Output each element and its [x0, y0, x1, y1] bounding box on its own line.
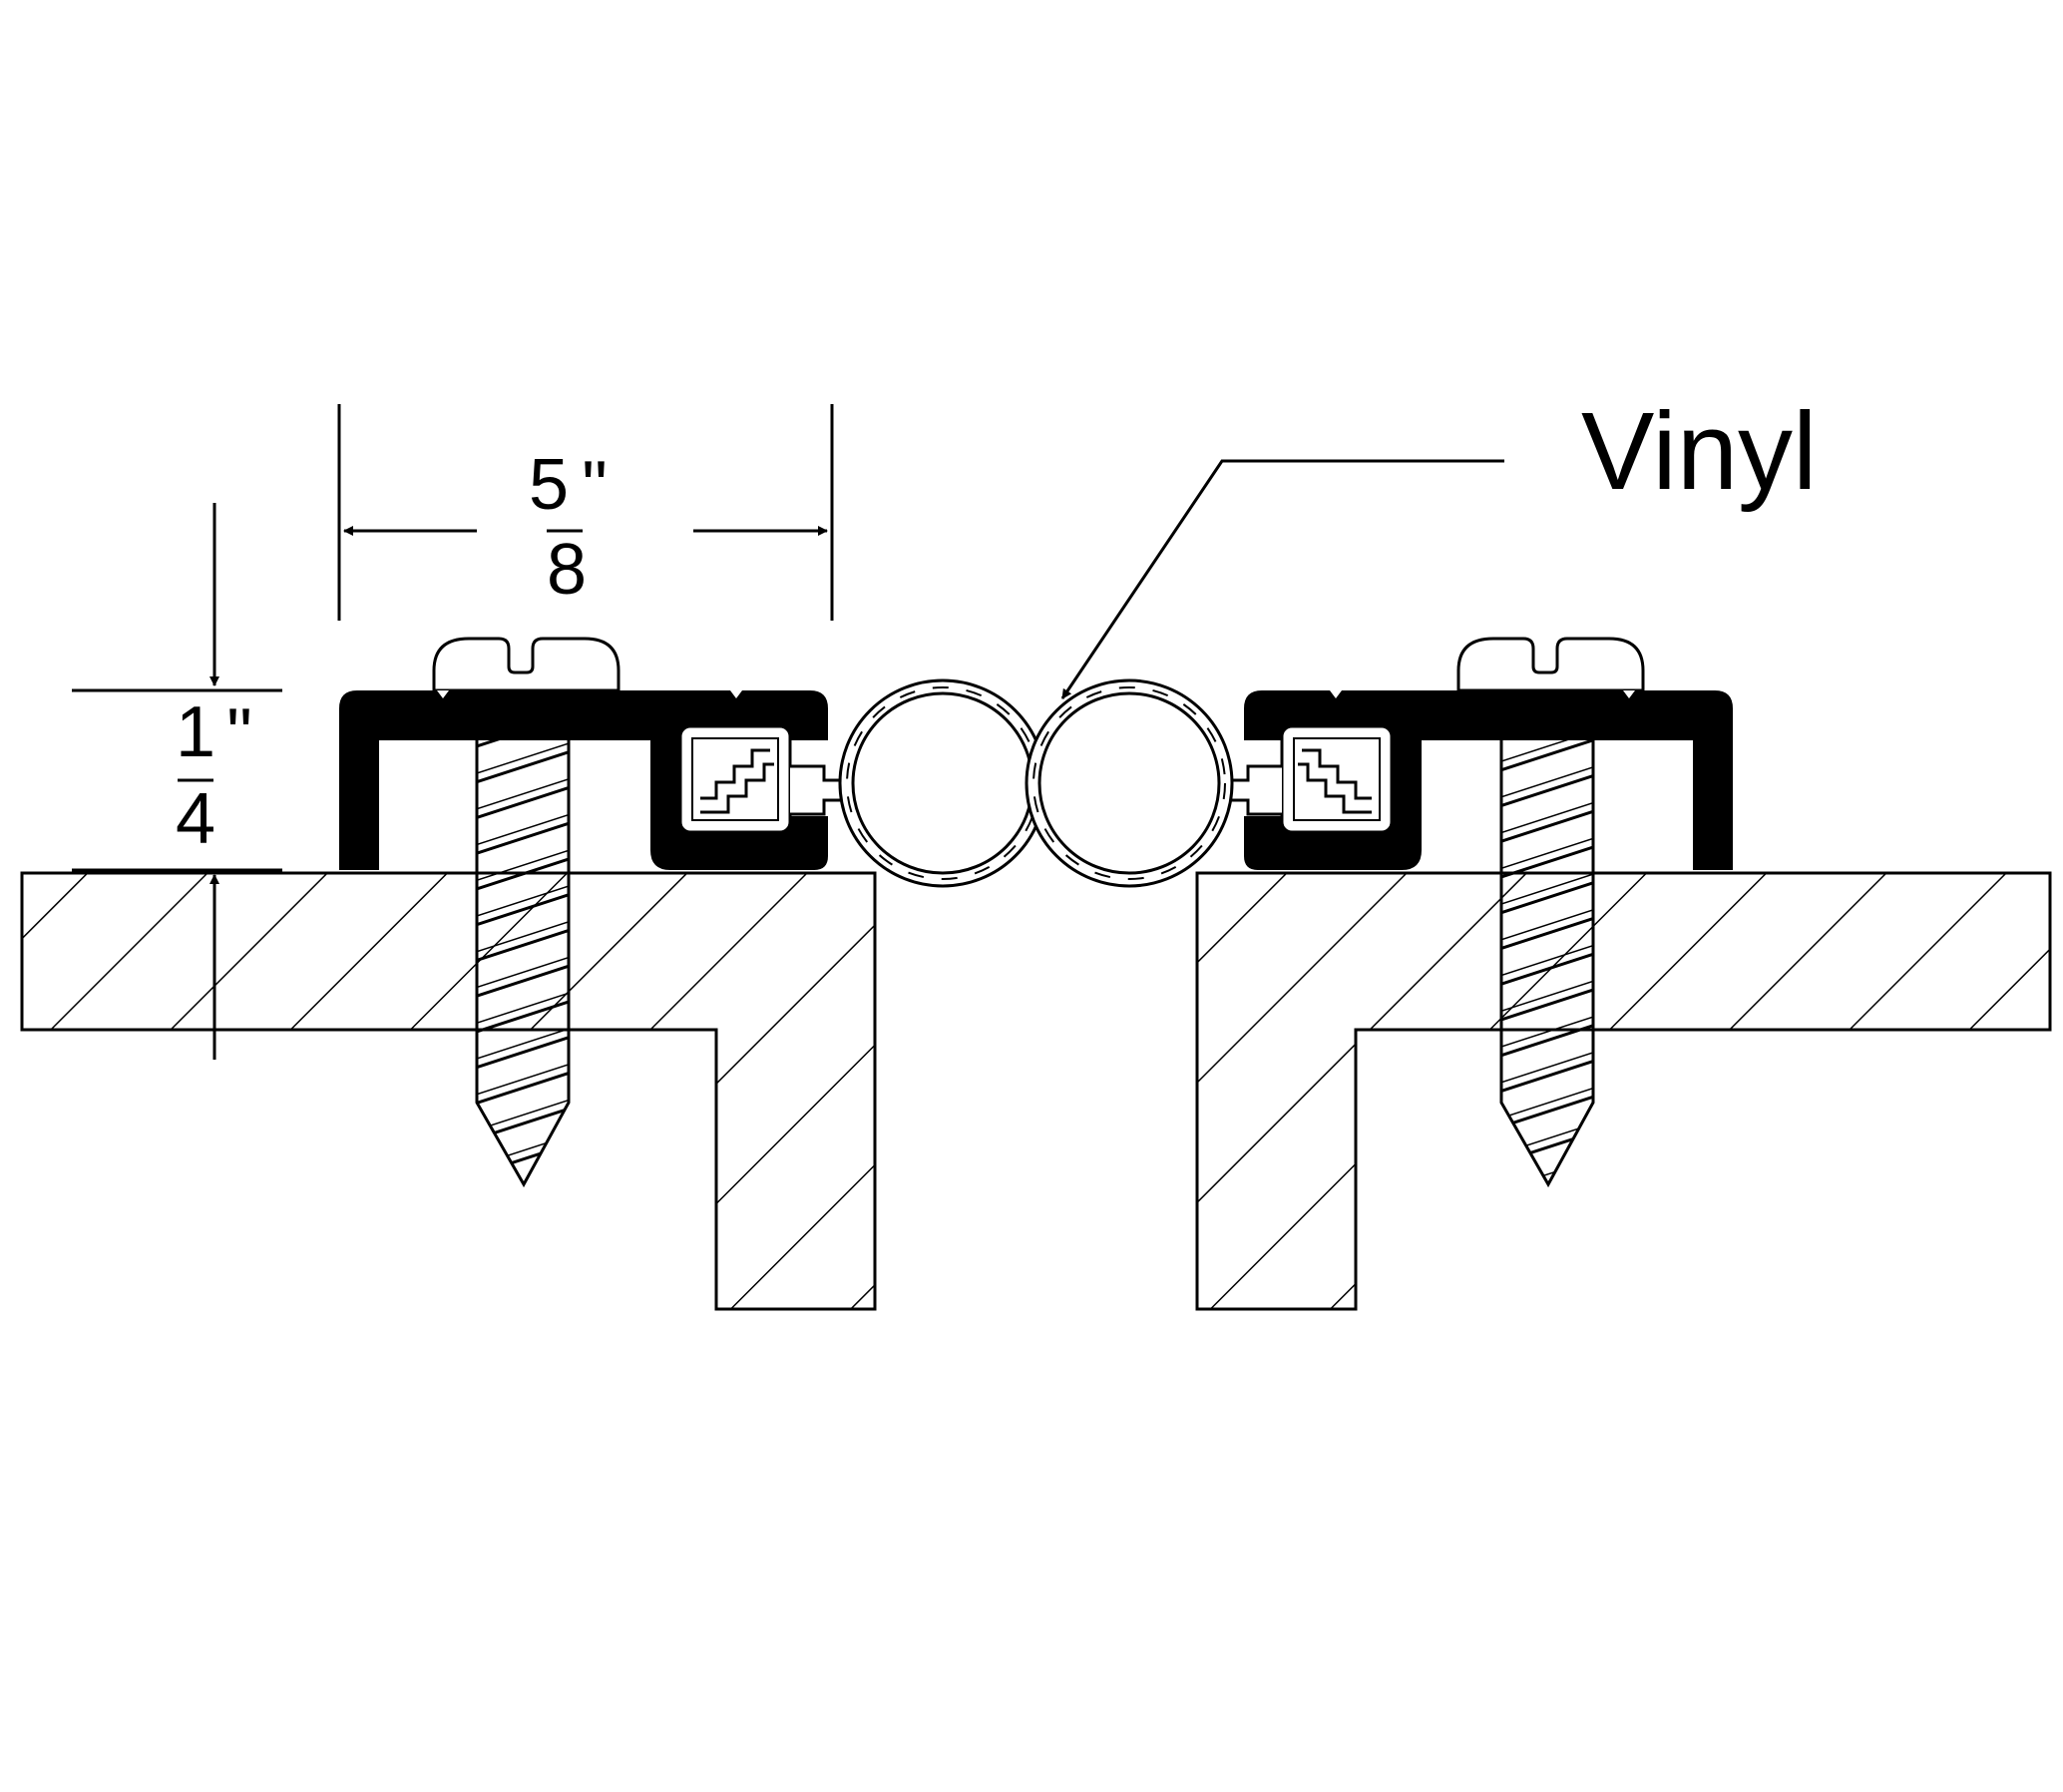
height-denominator: 4 — [176, 779, 215, 859]
right-vinyl-bulb — [1025, 678, 1282, 888]
left-vinyl-bulb — [790, 678, 1047, 888]
height-unit: " — [226, 694, 252, 774]
left-retainer-channel — [339, 690, 828, 870]
right-retainer-channel — [1244, 690, 1733, 870]
vinyl-callout: Vinyl — [1060, 390, 1817, 699]
left-screw — [432, 637, 620, 1188]
right-substrate — [1195, 871, 2052, 1311]
vinyl-label: Vinyl — [1581, 390, 1817, 513]
width-numerator: 5 — [529, 445, 569, 525]
right-screw — [1456, 637, 1645, 1188]
height-numerator: 1 — [176, 692, 215, 772]
width-unit: " — [582, 447, 608, 527]
height-dimension: 1 " 4 — [72, 503, 282, 1060]
width-dimension: 5 " 8 — [337, 404, 834, 621]
width-denominator: 8 — [547, 530, 587, 610]
left-substrate — [20, 871, 877, 1311]
